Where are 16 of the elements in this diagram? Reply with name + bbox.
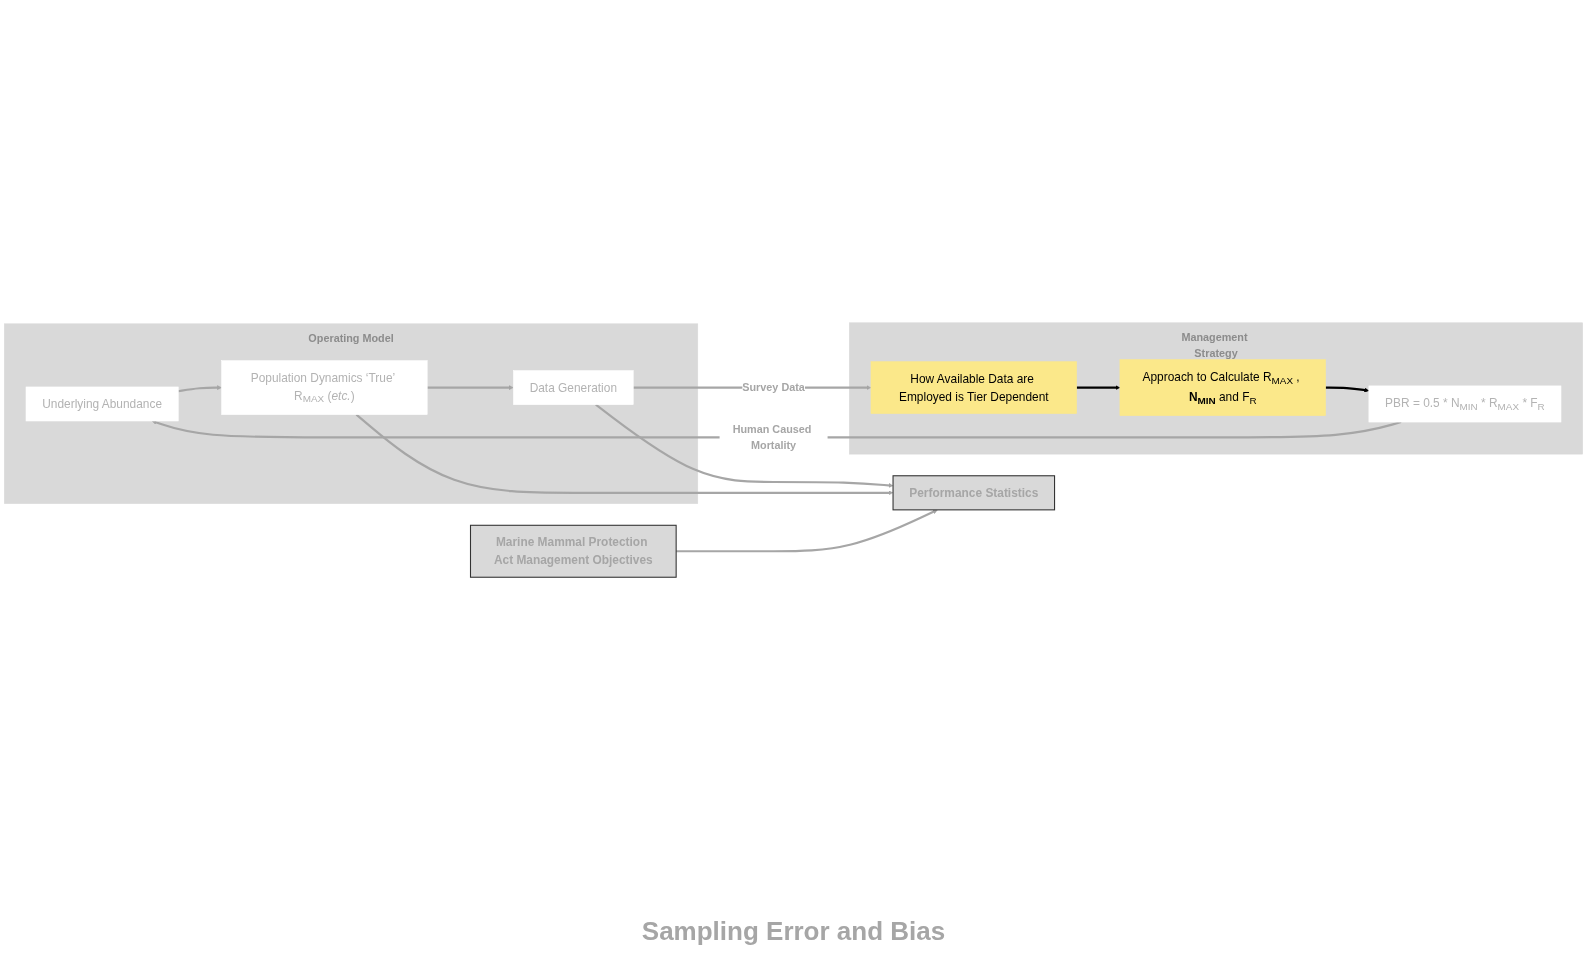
node-box: How Available Data are Employed is Tier Dependent xyxy=(870,361,1077,414)
node-box: PBR = 0.5 * N$_{MIN}$ * R$_{MAX}$ * F$_{R}$ xyxy=(1368,385,1562,423)
node-box: Approach to Calculate R$_{MAX}$ , N$_{MIN}$ and F$_{R}$ xyxy=(1119,359,1326,416)
arrow xyxy=(427,385,514,390)
edge-label: Survey Data xyxy=(742,381,805,394)
note-text: Sampling Error and Bias xyxy=(640,916,947,947)
node-box: Population Dynamics ‘True’ R$_{MAX}$ (etc.) xyxy=(221,360,428,415)
arrow xyxy=(178,385,222,393)
node-box: Underlying Abundance xyxy=(25,386,179,422)
arrow xyxy=(1076,385,1121,390)
arrow xyxy=(676,509,938,553)
node-box: Data Generation xyxy=(513,370,634,405)
arrow xyxy=(595,403,894,488)
arrow xyxy=(1325,386,1370,393)
edge-label: Human Caused Mortality xyxy=(732,423,812,452)
arrow xyxy=(355,413,894,496)
